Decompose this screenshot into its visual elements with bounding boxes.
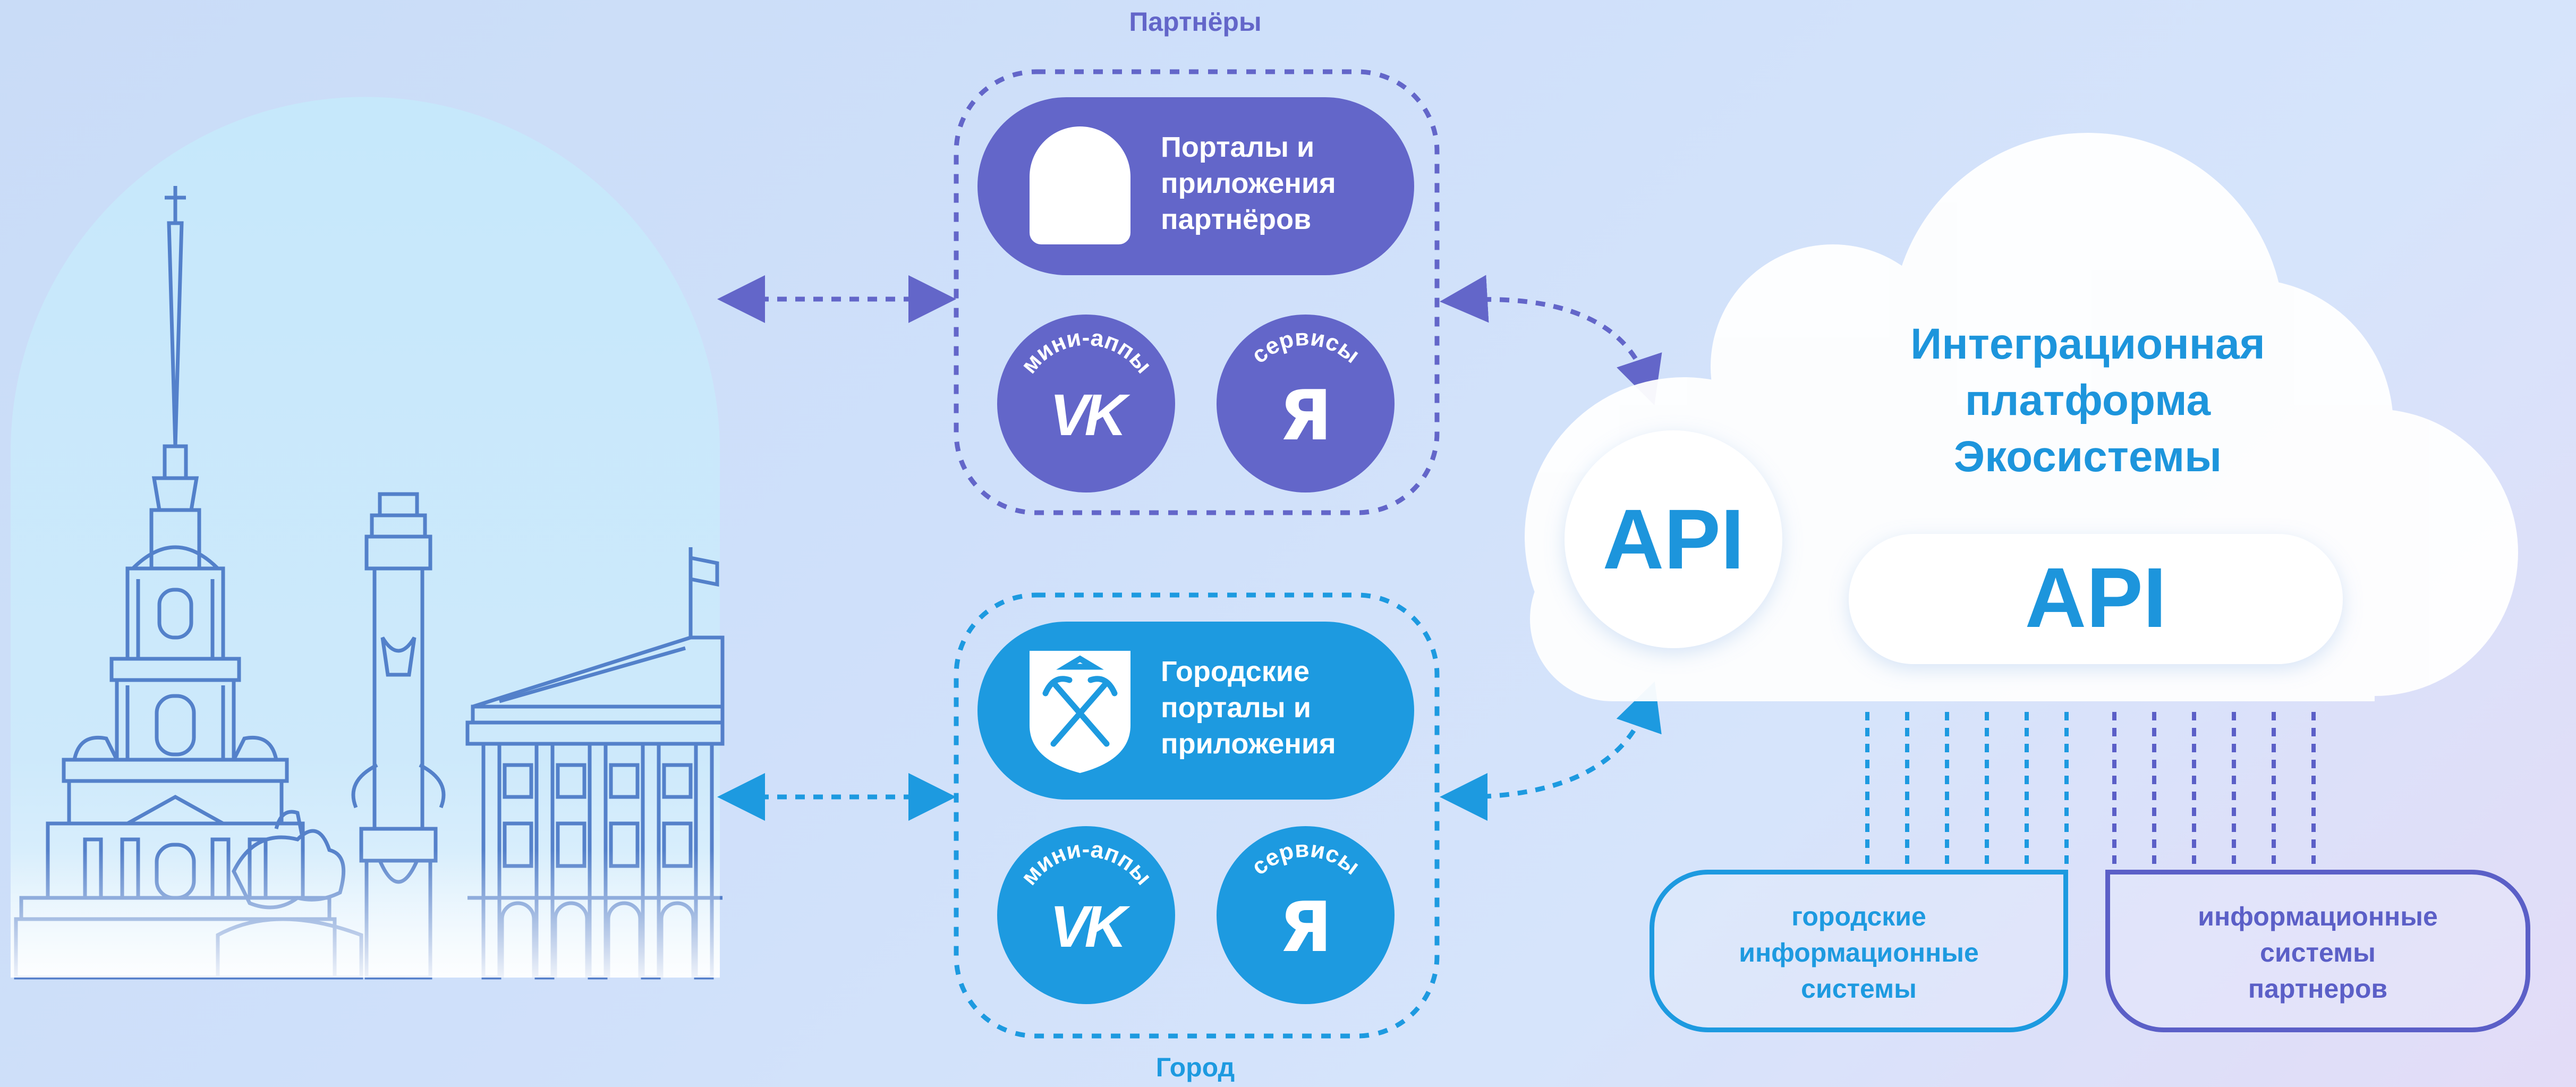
city-systems-links: [1865, 712, 2069, 866]
yandex-icon: Я: [1279, 375, 1332, 456]
badge-curved-label: сервисы: [1246, 836, 1364, 880]
vk-icon: VK: [1050, 383, 1127, 448]
partner-information-systems-box[interactable]: информационные системы партнеров: [2105, 870, 2530, 1032]
partners-title: Партнёры: [1129, 7, 1262, 37]
city-portals-pill[interactable]: Городские порталы и приложения: [977, 622, 1414, 800]
api-circle-shape: [1565, 430, 1782, 648]
partners-pill-label: Порталы и приложения партнёров: [1161, 131, 1336, 235]
api-pill-shape: [1849, 534, 2343, 664]
partners-group-frame: [954, 69, 1440, 515]
badge-curved-label: сервисы: [1246, 324, 1364, 368]
cloud-title: Интеграционная платформа Экосистемы: [1910, 320, 2265, 481]
city-systems-label: городские информационные системы: [1739, 902, 1979, 1004]
yandex-icon: Я: [1279, 887, 1332, 967]
partners-vk-miniapps-badge[interactable]: мини-аппы VK: [997, 315, 1175, 492]
partners-portals-pill[interactable]: Порталы и приложения партнёров: [977, 97, 1414, 275]
arrow-city-cloud: [1440, 681, 1662, 821]
svg-text:сервисы: сервисы: [1246, 324, 1364, 368]
badge-curved-label: мини-аппы: [1016, 836, 1157, 890]
badge-curved-label: мини-аппы: [1016, 325, 1157, 378]
arrow-partners-cloud: [1440, 275, 1662, 405]
partner-systems-label: информационные системы партнеров: [2198, 902, 2438, 1004]
api-circle-label: API: [1602, 491, 1745, 587]
partner-systems-links: [2112, 712, 2316, 866]
city-yandex-services-badge[interactable]: сервисы Я: [1217, 826, 1395, 1004]
svg-text:сервисы: сервисы: [1246, 836, 1364, 880]
svg-text:мини-аппы: мини-аппы: [1016, 836, 1157, 890]
city-title: Город: [1155, 1052, 1235, 1082]
api-pill-label: API: [2025, 550, 2167, 645]
city-information-systems-box[interactable]: городские информационные системы: [1650, 870, 2068, 1032]
partner-app-icon: [1030, 126, 1130, 244]
city-pill-label: Городские порталы и приложения: [1161, 656, 1336, 760]
svg-text:мини-аппы: мини-аппы: [1016, 325, 1157, 378]
city-vk-miniapps-badge[interactable]: мини-аппы VK: [997, 826, 1175, 1004]
vk-icon: VK: [1050, 894, 1127, 959]
partners-yandex-services-badge[interactable]: сервисы Я: [1217, 315, 1395, 492]
city-group-frame: [954, 592, 1440, 1039]
city-coat-of-arms-icon: [1030, 651, 1130, 773]
